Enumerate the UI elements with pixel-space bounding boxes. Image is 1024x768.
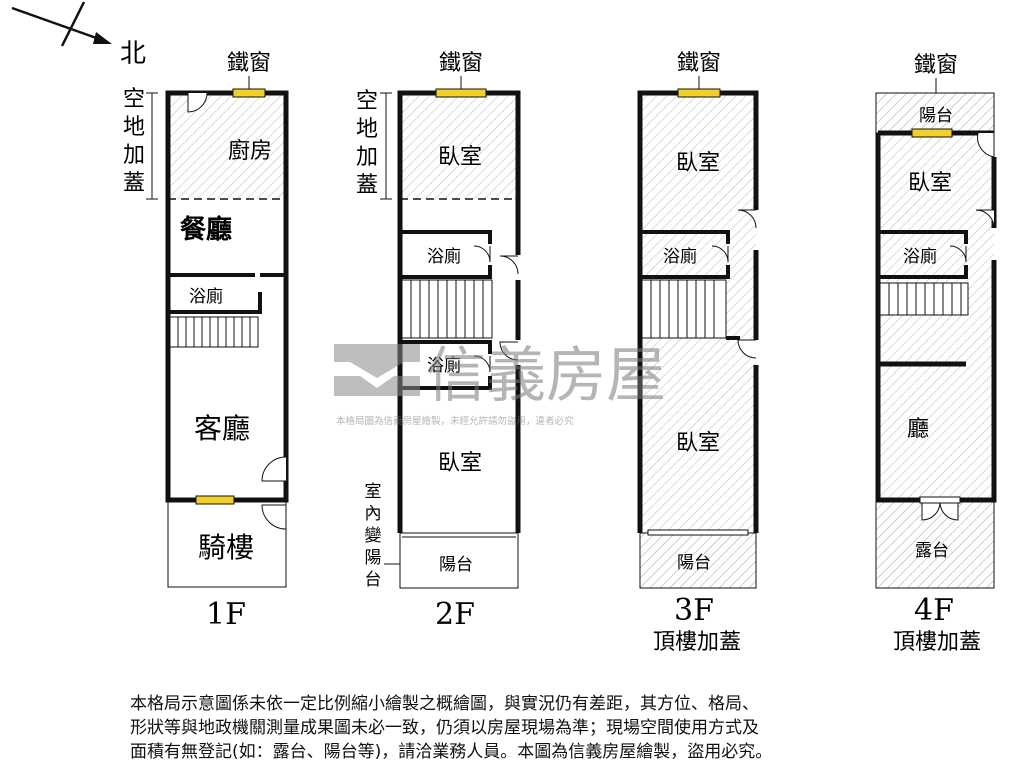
addition-label: 蓋 [356,173,378,198]
converted-label: 變 [365,526,382,546]
addition-label: 加 [123,143,145,168]
room-label: 臥室 [908,171,952,196]
room-label: 臥室 [676,431,720,456]
room-label: 客廳 [194,412,250,445]
converted-label: 台 [365,570,382,590]
window-label: 鐵窗 [227,51,271,76]
watermark: 信義房屋 本格局圖為信義房屋繪製，未經允許請勿盜用，違者必究 [334,341,666,427]
converted-label: 室 [365,482,382,502]
floor-1f: 廚房 餐廳 浴廁 客廳 騎樓 1F 鐵窗 空 地 加 蓋 [123,51,289,632]
addition-label: 地 [356,117,378,142]
room-label: 陽台 [677,553,711,573]
window-marker [195,495,235,505]
room-label: 臥室 [438,451,482,476]
floor-3f: 臥室 浴廁 臥室 陽台 3F 頂樓加蓋 鐵窗 [637,51,759,655]
room-label: 餐廳 [180,214,232,245]
floor-2f: 臥室 浴廁 浴廁 臥室 陽台 2F 鐵窗 空 地 加 蓋 室 內 變 陽 台 [356,51,521,632]
window-label: 鐵窗 [439,51,483,76]
floor-4f: 陽台 臥室 浴廁 廳 露台 4F 頂樓加蓋 鐵窗 [875,53,997,655]
room-label: 廳 [907,417,929,442]
disclaimer: 本格局示意圖係未依一定比例縮小繪製之概繪圖，與實況仍有差距，其方位、格局、 形狀… [130,692,930,764]
window-label: 鐵窗 [677,51,721,76]
addition-label: 空 [356,89,378,114]
room-label: 浴廁 [427,355,461,376]
north-label: 北 [120,39,146,69]
floor-name: 3F [674,593,714,628]
room-label: 臥室 [676,151,720,176]
window-marker [911,128,953,138]
disclaimer-line: 面積有無登記(如：露台、陽台等)，請洽業務人員。本圖為信義房屋繪製，盜用必究。 [130,742,773,762]
converted-label: 陽 [365,548,382,568]
room-label: 浴廁 [427,246,461,267]
floor-name: 2F [435,597,475,632]
watermark-notice: 本格局圖為信義房屋繪製，未經允許請勿盜用，違者必究 [336,415,574,427]
addition-label: 空 [123,87,145,112]
window-marker [232,88,266,98]
room-label: 浴廁 [903,246,937,267]
floor-name: 1F [206,597,246,632]
window-marker [677,88,721,98]
addition-label: 地 [123,115,145,140]
addition-label: 蓋 [123,171,145,196]
room-label: 浴廁 [189,286,223,307]
disclaimer-line: 本格局示意圖係未依一定比例縮小繪製之概繪圖，與實況仍有差距，其方位、格局、 [130,694,759,714]
addition-label: 加 [356,145,378,170]
room-label: 騎樓 [198,531,254,564]
room-label: 陽台 [439,555,473,575]
floor-subtitle: 頂樓加蓋 [893,630,981,655]
room-label: 陽台 [919,106,953,126]
floor-name: 4F [914,593,954,628]
floor-subtitle: 頂樓加蓋 [653,630,741,655]
window-label: 鐵窗 [914,53,958,78]
disclaimer-line: 形狀等與地政機關測量成果圖未必一致，仍須以房屋現場為準；現場空間使用方式及 [130,718,759,738]
window-marker [435,88,487,98]
converted-label: 內 [365,504,382,524]
room-label: 露台 [915,541,949,561]
room-label: 臥室 [438,145,482,170]
watermark-brand: 信義房屋 [426,341,666,411]
room-label: 浴廁 [663,246,697,267]
room-label: 廚房 [228,139,272,164]
compass: 北 [11,1,146,69]
